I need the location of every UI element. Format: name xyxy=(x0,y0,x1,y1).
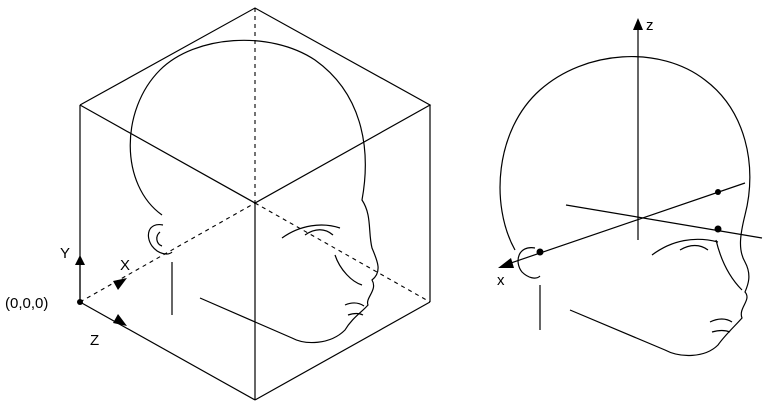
z-axis-label-right: z xyxy=(646,17,654,34)
x-axis-arrow-right xyxy=(498,258,514,268)
z-axis-arrow xyxy=(113,314,127,326)
x-axis-arrow xyxy=(113,278,127,290)
ear-point xyxy=(537,249,544,256)
head-ear xyxy=(148,225,172,254)
head-cheek-right xyxy=(716,240,742,290)
head-outline-right xyxy=(500,57,750,356)
left-figure: (0,0,0) Y X Z xyxy=(5,8,430,400)
head-cheek xyxy=(335,255,362,285)
head-eye-right xyxy=(680,246,708,251)
head-ear-inner xyxy=(157,232,162,246)
head-left xyxy=(130,40,378,342)
x-axis-label-right: x xyxy=(497,272,505,289)
y-axis-arrow xyxy=(75,255,85,265)
hidden-bottom-left-edge xyxy=(80,203,255,302)
upper-point xyxy=(715,189,721,195)
head-mouth xyxy=(345,303,364,315)
cube-bottom-right-edge xyxy=(255,302,430,400)
z-axis-arrow-right xyxy=(633,18,643,30)
origin-label: (0,0,0) xyxy=(5,295,48,312)
head-right xyxy=(500,57,750,356)
transverse-line-right xyxy=(566,205,762,238)
eye-point xyxy=(715,226,722,233)
right-figure: z x xyxy=(497,17,762,355)
head-eye xyxy=(305,230,333,235)
head-mouth-right xyxy=(710,319,732,332)
local-axes xyxy=(498,18,762,268)
head-outline xyxy=(130,40,378,342)
x-axis-label: X xyxy=(120,257,130,274)
hidden-bottom-right-edge xyxy=(255,203,430,302)
y-axis-label: Y xyxy=(60,245,70,262)
z-axis-label: Z xyxy=(90,332,99,349)
cube-bottom-left-edge xyxy=(80,302,255,400)
